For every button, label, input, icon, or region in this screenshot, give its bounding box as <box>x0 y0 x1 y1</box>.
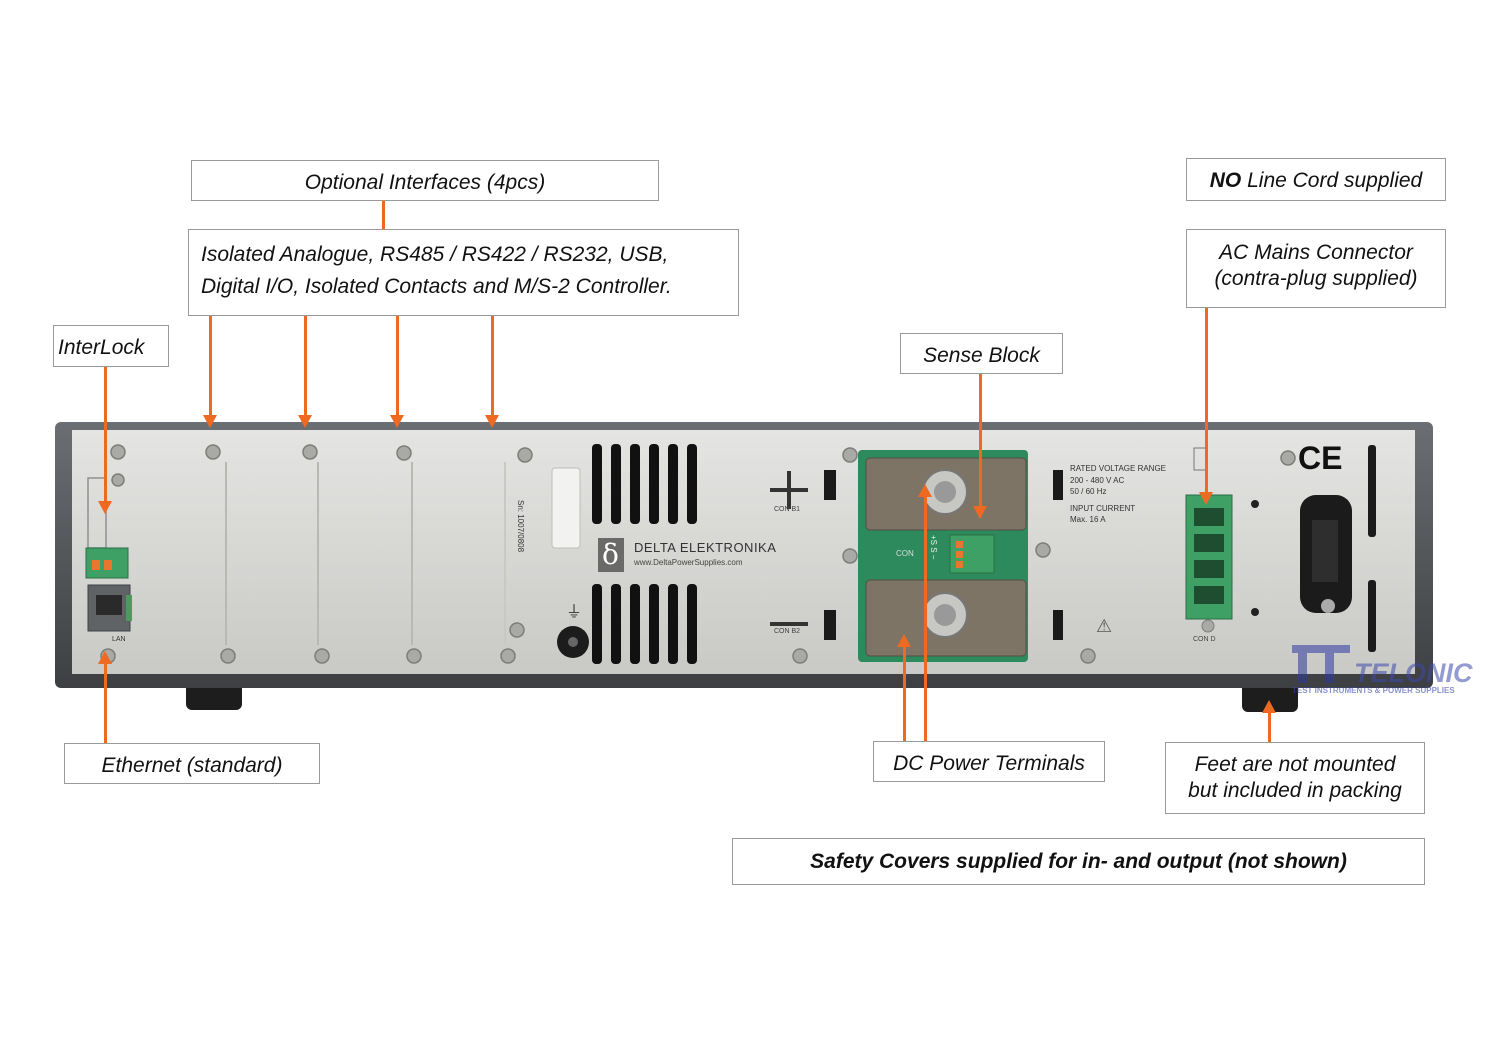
dc-power-terminals-text: DC Power Terminals <box>893 752 1085 775</box>
ethernet-text: Ethernet (standard) <box>101 754 283 777</box>
safety-covers-text: Safety Covers supplied for in- and outpu… <box>810 850 1347 873</box>
rated-voltage-title: RATED VOLTAGE RANGE <box>1070 464 1167 473</box>
con-b2-label: CON B2 <box>774 628 801 635</box>
telonic-watermark-tagline: TEST INSTRUMENTS & POWER SUPPLIES <box>1292 686 1455 695</box>
safety-covers-label: Safety Covers supplied for in- and outpu… <box>732 838 1425 885</box>
dc-power-terminals-label: DC Power Terminals <box>873 741 1105 782</box>
serial-sticker <box>551 467 581 549</box>
con-b1-label: CON B1 <box>774 506 801 513</box>
sense-block-text: Sense Block <box>923 344 1040 367</box>
ce-mark: CE <box>1298 440 1343 476</box>
telonic-watermark-name: TELONIC <box>1354 658 1473 688</box>
interface-slot-3-arrow <box>390 316 404 428</box>
interfaces-list-label: Isolated Analogue, RS485 / RS422 / RS232… <box>188 229 739 316</box>
sense-block-label: Sense Block <box>900 333 1063 374</box>
no-line-cord-bold-text: NO <box>1209 169 1242 192</box>
optional-interfaces-connector-line <box>382 201 385 229</box>
brand-name: DELTA ELEKTRONIKA <box>634 540 777 555</box>
sense-pins-label: +S S − <box>929 535 938 560</box>
brand-symbol: δ <box>602 538 619 571</box>
feet-line-2: but included in packing <box>1188 779 1402 802</box>
dc-terminal-arrow-positive <box>918 484 932 741</box>
rated-voltage-value: 200 - 480 V AC <box>1070 476 1125 485</box>
ac-mains-arrow <box>1199 308 1213 505</box>
interface-slot-4-arrow <box>485 316 499 428</box>
ground-symbol-icon: ⏚ <box>566 602 583 621</box>
interface-slot-1-arrow <box>203 316 217 428</box>
input-current-title: INPUT CURRENT <box>1070 504 1136 513</box>
con-label: CON <box>896 549 914 558</box>
telonic-logo-mark <box>1292 645 1350 683</box>
interlock-text: InterLock <box>58 336 145 359</box>
rated-frequency: 50 / 60 Hz <box>1070 487 1107 496</box>
sense-block-arrow <box>973 374 987 519</box>
feet-label: Feet are not mounted but included in pac… <box>1165 742 1425 814</box>
con-d-label: CON D <box>1193 636 1216 643</box>
interfaces-list-line-1: Isolated Analogue, RS485 / RS422 / RS232… <box>201 243 669 266</box>
warning-icon: ⚠ <box>1096 616 1113 637</box>
no-line-cord-label: NO Line Cord supplied <box>1186 158 1446 201</box>
ethernet-label: Ethernet (standard) <box>64 743 320 784</box>
ac-mains-line-1: AC Mains Connector <box>1219 241 1413 264</box>
optional-interfaces-text: Optional Interfaces (4pcs) <box>304 171 546 194</box>
lan-label: LAN <box>112 636 126 643</box>
panel-screws <box>100 444 1296 664</box>
ac-mains-label: AC Mains Connector (contra-plug supplied… <box>1186 229 1446 308</box>
serial-number: Sn: 1007/0808 <box>516 500 525 553</box>
input-current-value: Max. 16 A <box>1070 515 1106 524</box>
ventilation-slots <box>592 444 697 664</box>
ac-mains-line-2: (contra-plug supplied) <box>1214 267 1418 290</box>
brand-url: www.DeltaPowerSupplies.com <box>634 558 743 567</box>
ethernet-arrow <box>98 651 112 743</box>
interface-slot-2-arrow <box>298 316 312 428</box>
no-line-cord-text: Line Cord supplied <box>1241 169 1423 192</box>
optional-interfaces-label: Optional Interfaces (4pcs) <box>191 160 659 201</box>
interlock-arrow <box>98 367 112 514</box>
interlock-label: InterLock <box>53 325 169 367</box>
feet-line-1: Feet are not mounted <box>1194 753 1396 776</box>
interfaces-list-line-2: Digital I/O, Isolated Contacts and M/S-2… <box>201 275 672 298</box>
dc-terminal-arrow-negative <box>897 634 911 741</box>
feet-arrow <box>1262 700 1276 742</box>
